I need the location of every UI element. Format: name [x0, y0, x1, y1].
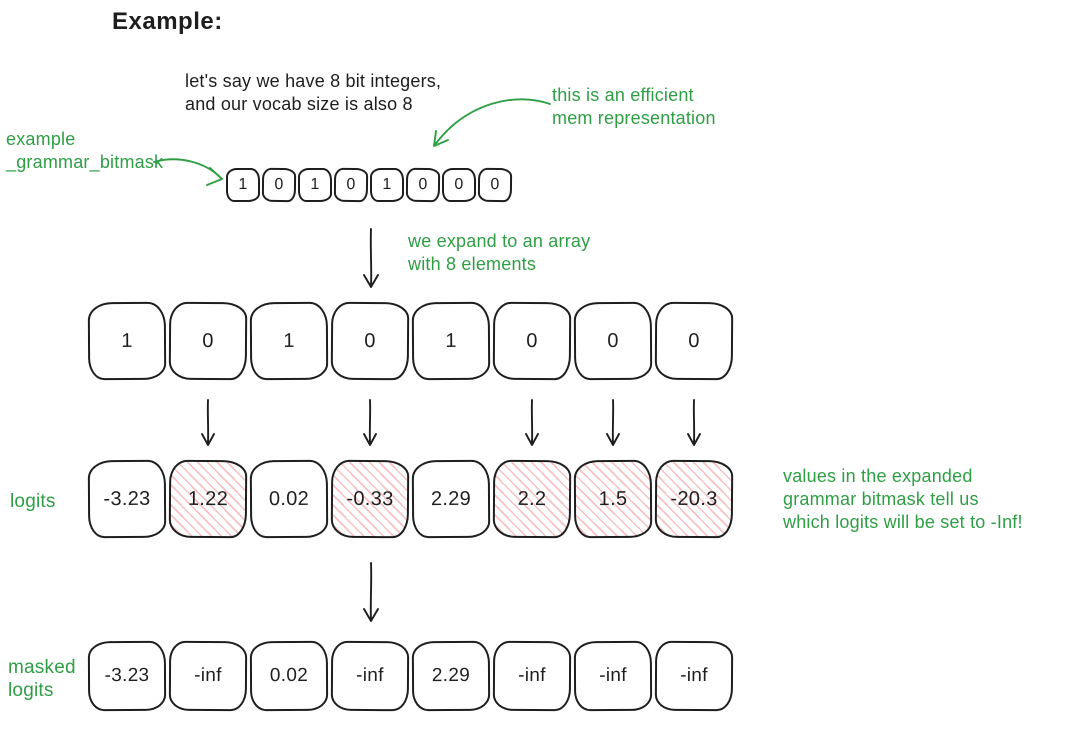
expand-annotation-line2: with 8 elements	[408, 254, 537, 274]
expanded-cell: 1	[87, 301, 167, 381]
down-arrow-icon	[358, 560, 384, 628]
masked-logits-cell: -inf	[492, 640, 572, 712]
logits-row: -3.23 1.22 0.02 -0.33 2.29 2.2 1.5 -20.3	[87, 459, 734, 539]
masked-logits-cell: -inf	[168, 640, 248, 712]
values-note-line3: which logits will be set to -Inf!	[783, 512, 1023, 532]
masked-logits-cell: -inf	[654, 640, 734, 712]
values-note-annotation: values in the expanded grammar bitmask t…	[783, 465, 1023, 534]
diagram-title: Example:	[112, 8, 223, 35]
intro-annotation-line2: and our vocab size is also 8	[185, 94, 413, 114]
logits-cell: 2.2	[492, 459, 572, 539]
bitmask-cell: 0	[405, 167, 441, 203]
intro-annotation-line1: let's say we have 8 bit integers,	[185, 71, 442, 91]
masked-logits-cell: -inf	[573, 640, 653, 712]
logits-cell: -3.23	[87, 459, 167, 539]
logits-label: logits	[10, 491, 56, 512]
bitmask-row: 1 0 1 0 1 0 0 0	[226, 167, 513, 203]
mask-arrow-icon	[519, 398, 545, 454]
bitmask-cell: 0	[333, 167, 369, 203]
logits-cell: 1.5	[573, 459, 653, 539]
values-note-line2: grammar bitmask tell us	[783, 489, 979, 509]
bitmask-cell: 0	[442, 168, 476, 202]
expanded-cell: 1	[411, 301, 491, 381]
masked-logits-label-line1: masked	[8, 657, 76, 678]
efficient-mem-line2: mem representation	[552, 108, 716, 128]
bitmask-label-line1: example	[6, 129, 76, 149]
expanded-cell: 0	[573, 301, 653, 381]
masked-logits-row: -3.23 -inf 0.02 -inf 2.29 -inf -inf -inf	[87, 640, 734, 712]
masked-logits-cell: -inf	[330, 640, 410, 712]
efficient-mem-line1: this is an efficient	[552, 85, 694, 105]
right-arrow-icon	[150, 152, 232, 194]
expanded-cell: 0	[330, 301, 410, 381]
expanded-cell: 0	[168, 301, 248, 381]
bitmask-label: example _grammar_bitmask	[6, 128, 163, 174]
expanded-cell: 0	[654, 301, 734, 381]
efficient-mem-annotation: this is an efficient mem representation	[552, 84, 716, 130]
masked-logits-cell: 2.29	[411, 640, 491, 712]
down-arrow-icon	[358, 226, 384, 294]
mask-arrow-icon	[681, 398, 707, 454]
expand-annotation: we expand to an array with 8 elements	[408, 230, 590, 276]
logits-cell: -0.33	[330, 459, 410, 539]
mask-arrow-icon	[600, 398, 626, 454]
logits-cell: 1.22	[168, 459, 248, 539]
intro-annotation: let's say we have 8 bit integers, and ou…	[185, 70, 441, 116]
masked-logits-cell: 0.02	[249, 640, 329, 712]
mask-arrow-icon	[357, 398, 383, 454]
bitmask-cell: 1	[370, 168, 404, 202]
expanded-cell: 1	[249, 301, 329, 381]
bitmask-cell: 0	[261, 167, 297, 203]
masked-logits-label-line2: logits	[8, 680, 54, 701]
masked-logits-label: masked logits	[8, 656, 76, 702]
expand-annotation-line1: we expand to an array	[408, 231, 591, 251]
logits-cell: -20.3	[654, 459, 734, 539]
bitmask-cell: 0	[477, 167, 513, 203]
bitmask-cell: 1	[298, 168, 332, 202]
logits-cell: 0.02	[249, 459, 329, 539]
expanded-bitmask-row: 1 0 1 0 1 0 0 0	[87, 301, 734, 381]
curved-arrow-icon	[418, 96, 558, 158]
bitmask-label-line2: _grammar_bitmask	[6, 152, 164, 172]
bitmask-cell: 1	[226, 168, 260, 202]
expanded-cell: 0	[492, 301, 572, 381]
mask-arrow-icon	[195, 398, 221, 454]
masked-logits-cell: -3.23	[87, 640, 167, 712]
values-note-line1: values in the expanded	[783, 466, 973, 486]
logits-cell: 2.29	[411, 459, 491, 539]
